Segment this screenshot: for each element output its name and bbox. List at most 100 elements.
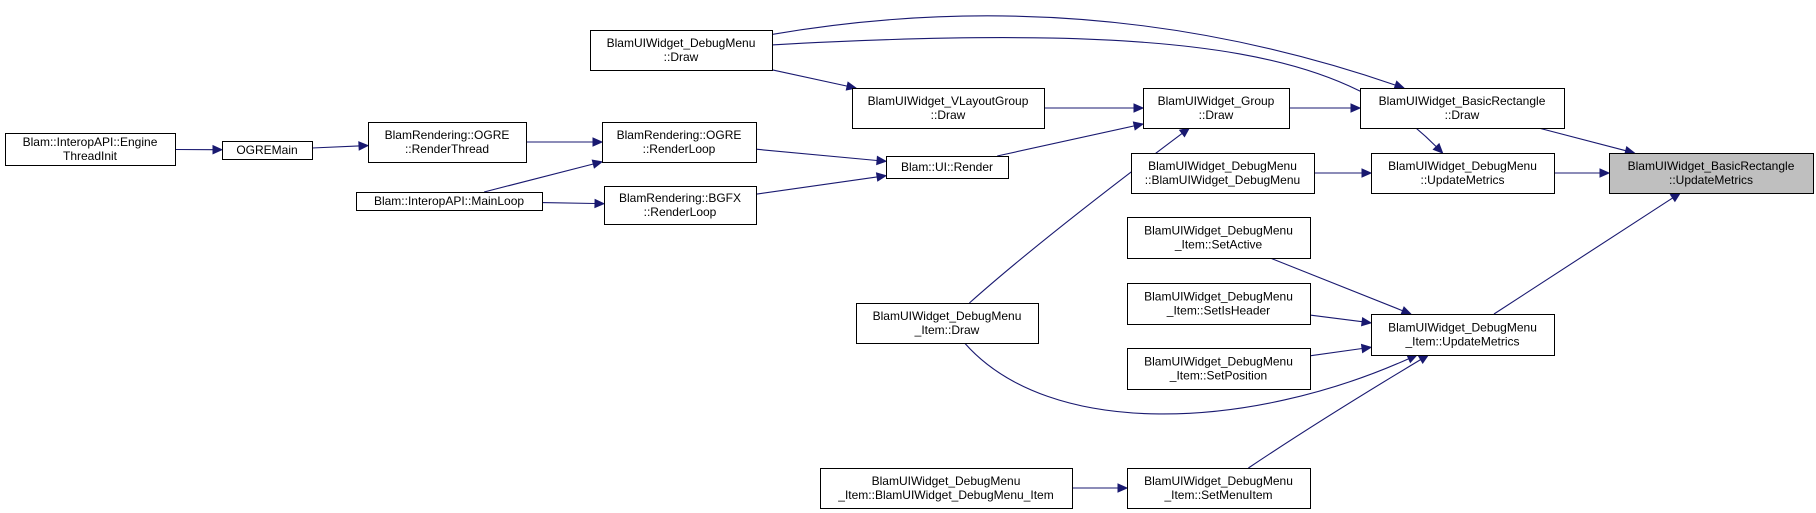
node-box[interactable] <box>222 141 313 160</box>
node-label-line: BlamUIWidget_DebugMenu <box>872 474 1021 488</box>
node-label-line: BlamUIWidget_BasicRectangle <box>1379 94 1546 108</box>
node-vlayoutgroup-draw[interactable]: BlamUIWidget_VLayoutGroup::Draw <box>852 88 1045 129</box>
node-box[interactable] <box>1371 314 1555 356</box>
node-item-setactive[interactable]: BlamUIWidget_DebugMenu_Item::SetActive <box>1127 217 1311 259</box>
edge-debugmenu-draw-to-basicrect-draw <box>771 15 1396 86</box>
edge-ui-render-to-group-draw <box>997 125 1135 157</box>
arrowhead-group-draw-to-basicrect-draw <box>1350 103 1362 113</box>
edge-debugmenu-draw-to-vlayoutgroup-draw <box>771 69 848 87</box>
edge-item-setposition-to-item-updatemetrics <box>1309 347 1363 357</box>
node-box[interactable] <box>1143 88 1290 129</box>
edges-layer <box>174 15 1682 493</box>
arrowhead-ogre-renderthread-to-ogre-renderloop <box>592 137 604 147</box>
edge-item-draw-to-item-updatemetrics <box>964 342 1409 415</box>
node-label-line: ::BlamUIWidget_DebugMenu <box>1145 173 1300 187</box>
node-box[interactable] <box>856 303 1039 344</box>
node-box[interactable] <box>1127 468 1311 509</box>
edge-item-setactive-to-item-updatemetrics <box>1269 257 1403 312</box>
node-ogremain[interactable]: OGREMain <box>222 141 313 160</box>
node-box[interactable] <box>590 30 773 71</box>
node-item-setisheader[interactable]: BlamUIWidget_DebugMenu_Item::SetIsHeader <box>1127 283 1311 325</box>
node-label-line: ::UpdateMetrics <box>1669 173 1753 187</box>
node-label-line: ::Draw <box>1199 108 1234 122</box>
node-ogre-renderloop[interactable]: BlamRendering::OGRE::RenderLoop <box>602 122 757 163</box>
arrowhead-item-setactive-to-item-updatemetrics <box>1400 306 1413 315</box>
edge-item-updatemetrics-to-basicrect-updatemetrics <box>1493 197 1673 315</box>
arrowhead-ogremain-to-ogre-renderthread <box>358 141 370 151</box>
node-label-line: ::Draw <box>664 50 699 64</box>
edge-ogremain-to-ogre-renderthread <box>311 145 360 149</box>
node-box[interactable] <box>1127 217 1311 259</box>
node-box[interactable] <box>820 468 1073 509</box>
node-label-line: BlamUIWidget_Group <box>1158 94 1275 108</box>
node-box[interactable] <box>886 156 1009 179</box>
node-box[interactable] <box>1609 153 1814 194</box>
arrowhead-debugmenu-draw-to-basicrect-draw <box>1393 80 1406 90</box>
node-label-line: ThreadInit <box>63 149 118 163</box>
arrowhead-item-setisheader-to-item-updatemetrics <box>1361 316 1373 327</box>
node-label-line: Blam::InteropAPI::Engine <box>23 135 158 149</box>
edge-interop-mainloop-to-bgfx-renderloop <box>541 202 596 205</box>
node-label-line: _Item::BlamUIWidget_DebugMenu_Item <box>837 488 1053 502</box>
arrowhead-debugmenu-ctor-to-debugmenu-updatemetrics <box>1361 168 1373 178</box>
node-item-draw[interactable]: BlamUIWidget_DebugMenu_Item::Draw <box>856 303 1039 344</box>
node-label-line: ::Draw <box>931 108 966 122</box>
node-label-line: ::RenderThread <box>405 142 489 156</box>
node-label-line: Blam::UI::Render <box>901 160 993 174</box>
node-label-line: BlamRendering::OGRE <box>385 128 510 142</box>
arrowhead-item-draw-to-group-draw <box>1178 127 1191 138</box>
node-box[interactable] <box>1127 348 1311 390</box>
node-basicrect-updatemetrics[interactable]: BlamUIWidget_BasicRectangle::UpdateMetri… <box>1609 153 1814 194</box>
arrowhead-engine-threadinit-to-ogremain <box>212 144 224 155</box>
node-debugmenu-draw[interactable]: BlamUIWidget_DebugMenu::Draw <box>590 30 773 71</box>
arrowhead-item-setmenuitem-to-item-updatemetrics <box>1417 354 1430 365</box>
node-box[interactable] <box>602 122 757 163</box>
node-label-line: Blam::InteropAPI::MainLoop <box>374 194 524 208</box>
node-label-line: BlamUIWidget_DebugMenu <box>1388 159 1537 173</box>
node-box[interactable] <box>1127 283 1311 325</box>
node-ui-render[interactable]: Blam::UI::Render <box>886 156 1009 179</box>
arrowhead-ui-render-to-group-draw <box>1132 121 1145 131</box>
node-box[interactable] <box>852 88 1045 129</box>
edge-ogre-renderloop-to-ui-render <box>755 148 878 162</box>
node-label-line: BlamUIWidget_DebugMenu <box>1144 290 1293 304</box>
node-label-line: ::Draw <box>1445 108 1480 122</box>
node-debugmenu-ctor[interactable]: BlamUIWidget_DebugMenu::BlamUIWidget_Deb… <box>1131 153 1315 194</box>
node-label-line: BlamUIWidget_DebugMenu <box>1148 159 1297 173</box>
node-label-line: BlamUIWidget_DebugMenu <box>1144 224 1293 238</box>
node-box[interactable] <box>368 122 527 163</box>
arrowhead-vlayoutgroup-draw-to-group-draw <box>1133 103 1145 113</box>
node-box[interactable] <box>1360 88 1565 129</box>
edge-bgfx-renderloop-to-ui-render <box>755 176 878 195</box>
node-box[interactable] <box>604 186 757 225</box>
node-label-line: BlamUIWidget_VLayoutGroup <box>868 94 1029 108</box>
node-label-line: _Item::SetMenuItem <box>1163 488 1272 502</box>
node-item-setposition[interactable]: BlamUIWidget_DebugMenu_Item::SetPosition <box>1127 348 1311 390</box>
arrowhead-item-updatemetrics-to-basicrect-updatemetrics <box>1669 192 1682 203</box>
node-bgfx-renderloop[interactable]: BlamRendering::BGFX::RenderLoop <box>604 186 757 225</box>
node-ogre-renderthread[interactable]: BlamRendering::OGRE::RenderThread <box>368 122 527 163</box>
node-item-updatemetrics[interactable]: BlamUIWidget_DebugMenu_Item::UpdateMetri… <box>1371 314 1555 356</box>
node-label-line: _Item::SetIsHeader <box>1166 304 1270 318</box>
node-interop-mainloop[interactable]: Blam::InteropAPI::MainLoop <box>356 192 543 211</box>
edge-item-setisheader-to-item-updatemetrics <box>1309 314 1363 323</box>
node-item-setmenuitem[interactable]: BlamUIWidget_DebugMenu_Item::SetMenuItem <box>1127 468 1311 509</box>
node-label-line: BlamRendering::BGFX <box>619 191 741 205</box>
node-label-line: BlamUIWidget_DebugMenu <box>607 36 756 50</box>
node-label-line: ::RenderLoop <box>644 205 717 219</box>
node-label-line: BlamUIWidget_DebugMenu <box>1388 321 1537 335</box>
node-item-ctor[interactable]: BlamUIWidget_DebugMenu_Item::BlamUIWidge… <box>820 468 1073 509</box>
arrowhead-interop-mainloop-to-bgfx-renderloop <box>594 198 606 209</box>
node-label-line: OGREMain <box>236 143 297 157</box>
node-box[interactable] <box>5 133 176 166</box>
node-debugmenu-updatemetrics[interactable]: BlamUIWidget_DebugMenu::UpdateMetrics <box>1371 153 1555 194</box>
arrowhead-item-ctor-to-item-setmenuitem <box>1117 483 1129 493</box>
node-box[interactable] <box>1371 153 1555 194</box>
node-basicrect-draw[interactable]: BlamUIWidget_BasicRectangle::Draw <box>1360 88 1565 129</box>
node-box[interactable] <box>356 192 543 211</box>
node-group-draw[interactable]: BlamUIWidget_Group::Draw <box>1143 88 1290 129</box>
node-box[interactable] <box>1131 153 1315 194</box>
arrowhead-bgfx-renderloop-to-ui-render <box>875 172 888 182</box>
